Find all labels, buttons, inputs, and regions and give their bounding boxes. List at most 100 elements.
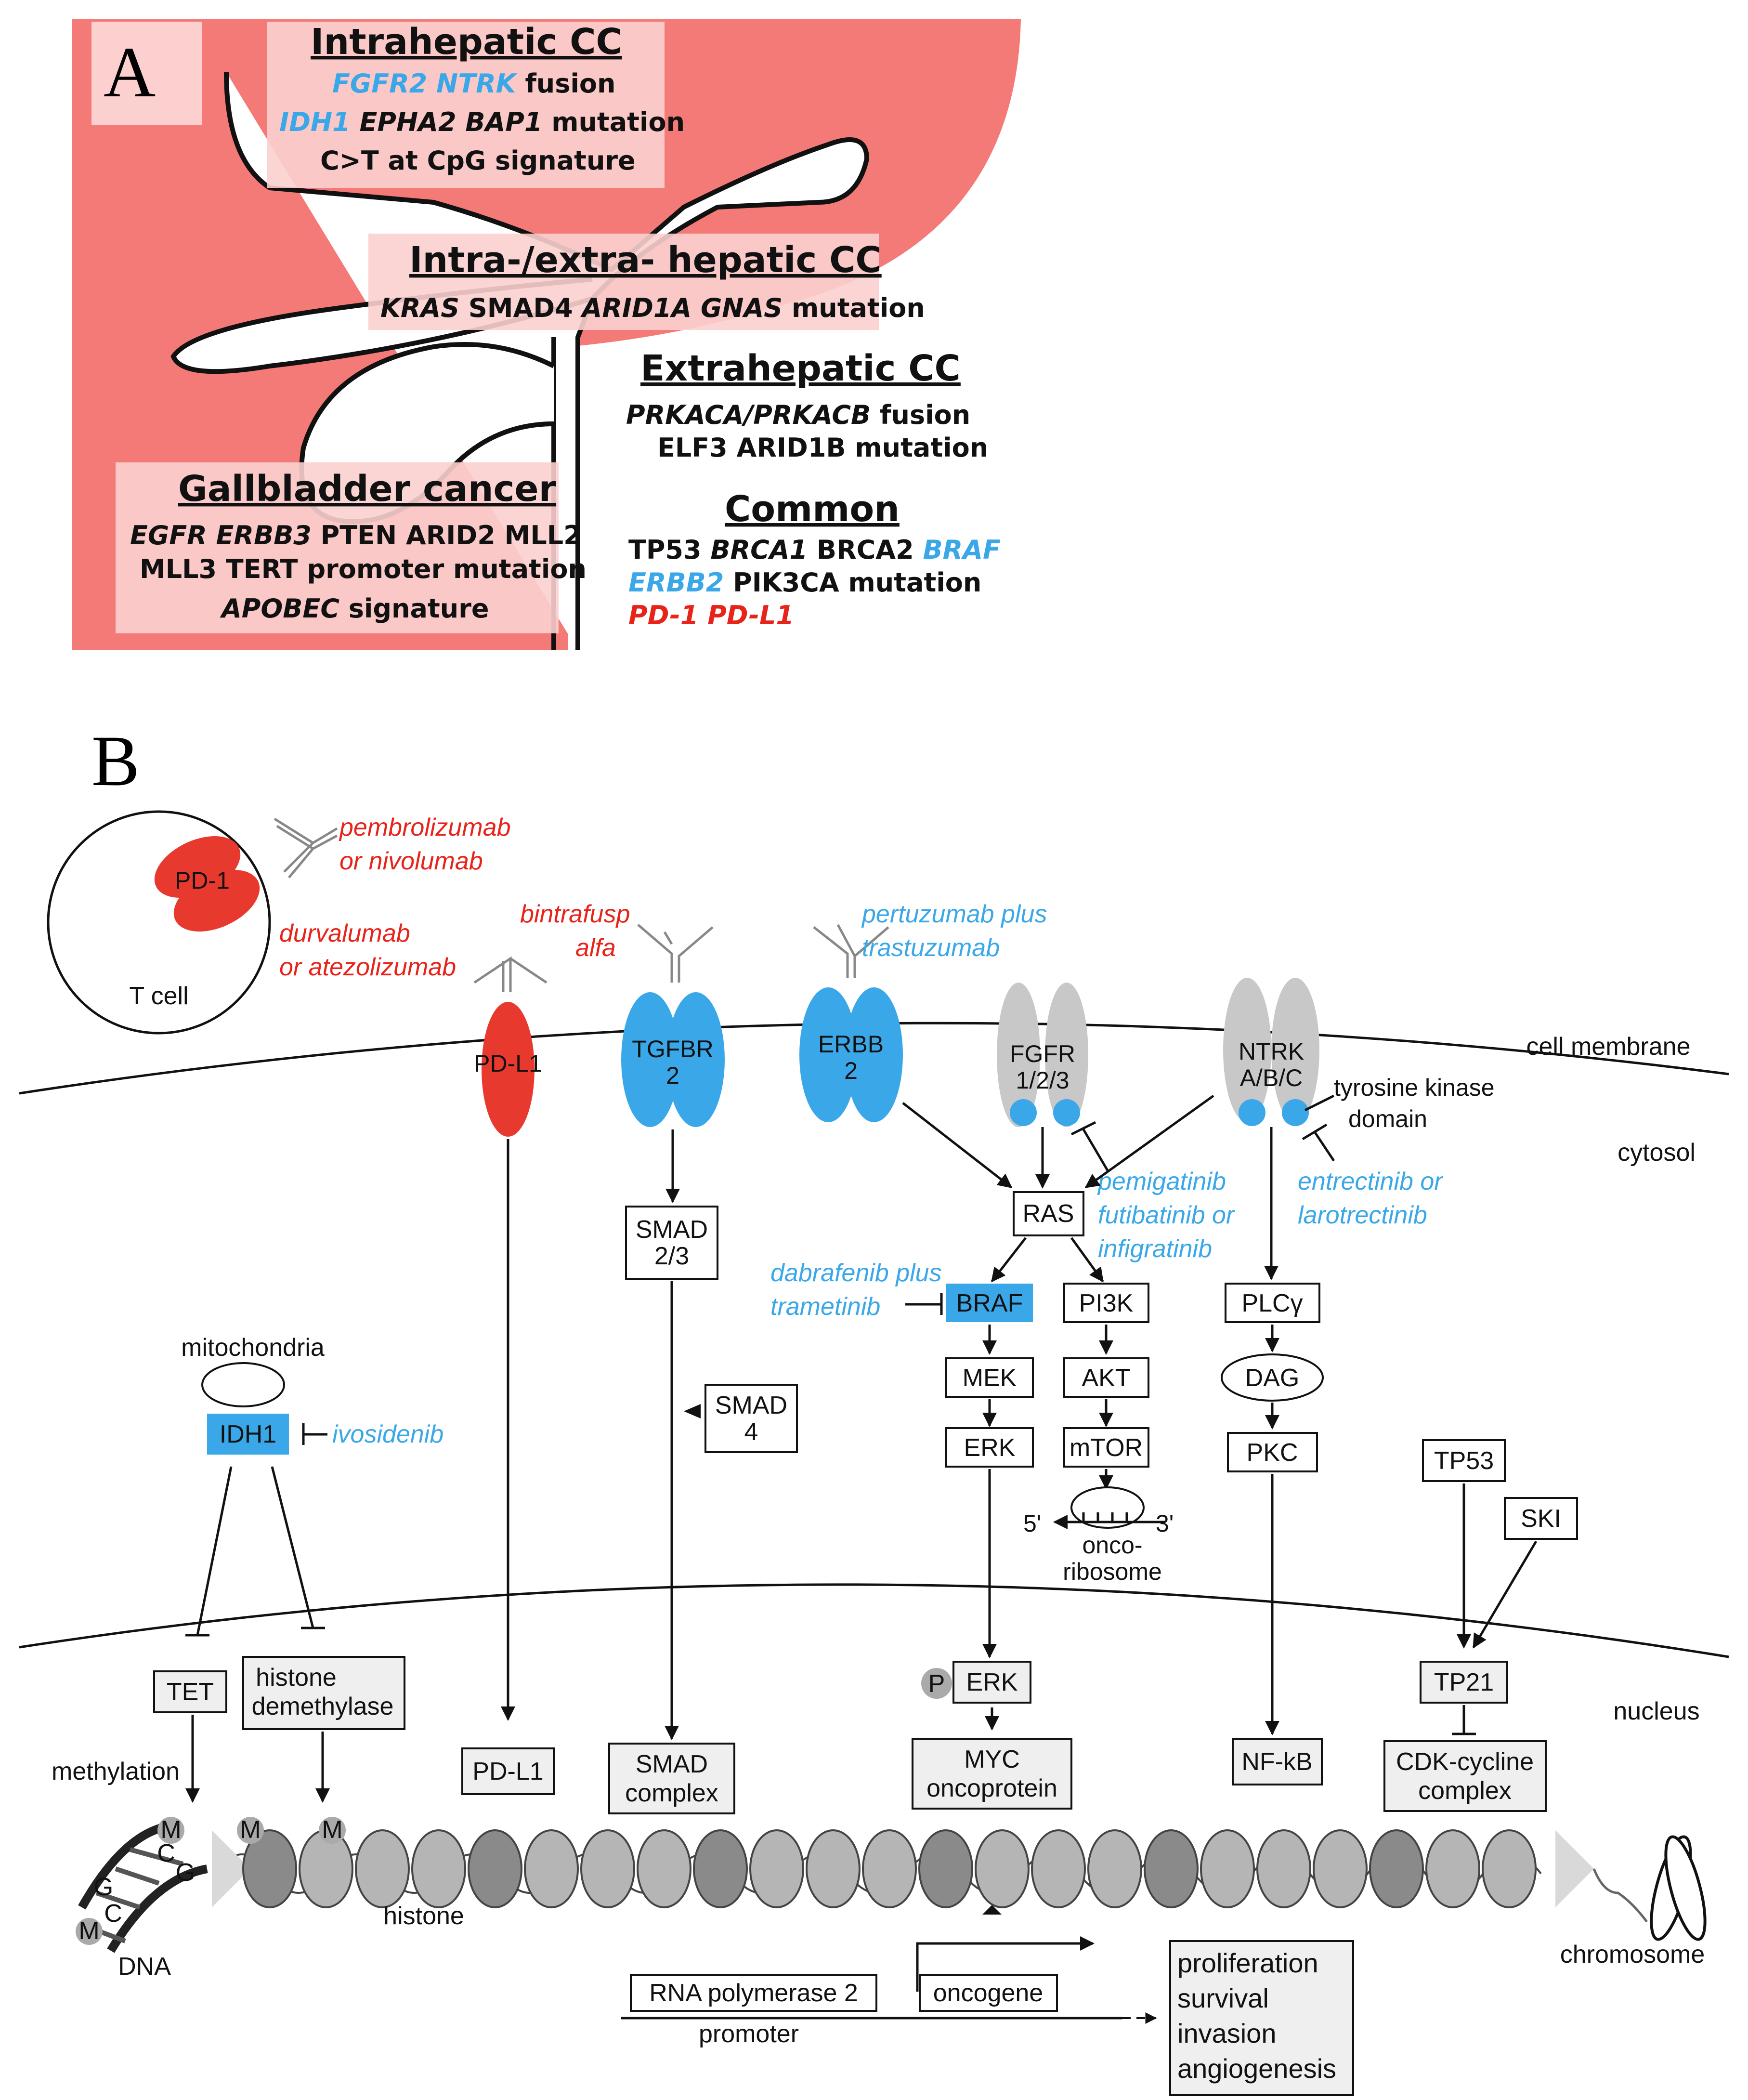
- common-line2: ERBB2 PIK3CA mutation: [628, 567, 981, 598]
- cdk-cycline-label-1: CDK-cycline: [1396, 1748, 1534, 1776]
- fgfr-left: [997, 983, 1040, 1127]
- smad23-label-2: 2/3: [654, 1242, 689, 1270]
- drug-entrectinib-2: larotrectinib: [1298, 1201, 1427, 1229]
- smad23-box: [625, 1206, 718, 1280]
- pd1-label: PD-1: [175, 867, 230, 894]
- extrahepatic-line2: ELF3 ARID1B mutation: [657, 433, 988, 463]
- dna-c-upper: C: [157, 1839, 175, 1867]
- chromosome-icon: [1592, 1835, 1707, 1941]
- plcg-label: PLCγ: [1241, 1289, 1303, 1317]
- cell-membrane-label: cell membrane: [1526, 1033, 1690, 1061]
- panel-a: A Intrahepatic CC FGFR2 NTRK fusion IDH1…: [72, 19, 1021, 650]
- pd-l1-receptor: [482, 1002, 535, 1137]
- dag-ellipse: [1221, 1353, 1324, 1402]
- drug-pertuzumab-2: trastuzumab: [862, 934, 1000, 962]
- smad23-label-1: SMAD: [636, 1216, 708, 1244]
- mek-label: MEK: [963, 1364, 1017, 1392]
- ntrk-left: [1223, 978, 1271, 1122]
- plcg-box: [1225, 1283, 1320, 1323]
- ras-box: [1013, 1191, 1084, 1236]
- nucleosome: [1144, 1829, 1199, 1908]
- smad-complex-label-2: complex: [625, 1779, 718, 1807]
- perk-box: [952, 1661, 1031, 1704]
- antibody-pertuzumab: [813, 924, 889, 978]
- phospho-badge: [921, 1668, 952, 1699]
- intrahepatic-title: Intrahepatic CC: [311, 21, 622, 63]
- methylation-label: methylation: [52, 1758, 180, 1785]
- intrahepatic-box: [267, 22, 665, 188]
- drug-ivosidenib: ivosidenib: [332, 1420, 444, 1448]
- nucleosome: [1031, 1829, 1086, 1908]
- ski-box: [1504, 1497, 1578, 1540]
- nucleosome: [1087, 1829, 1142, 1908]
- common-line3: PD-1 PD-L1: [628, 600, 794, 630]
- drug-bintrafusp-2: alfa: [575, 934, 616, 962]
- dna-label: DNA: [118, 1953, 171, 1981]
- drug-dabrafenib-1: dabrafenib plus: [770, 1259, 942, 1287]
- phospho-label: P: [928, 1670, 945, 1698]
- smad-complex-box: [608, 1743, 735, 1814]
- drug-pembrolizumab-1: pembrolizumab: [339, 814, 511, 841]
- nucleosome: [1425, 1829, 1480, 1908]
- ras-label: RAS: [1023, 1200, 1074, 1228]
- methyl-mark-histone-1: [237, 1817, 264, 1844]
- erk-box: [945, 1427, 1034, 1468]
- dna-g-upper: G: [176, 1859, 195, 1887]
- erbb2-left: [799, 987, 857, 1122]
- nucleosome: [975, 1829, 1030, 1908]
- methyl-mark-dna-1: [157, 1817, 184, 1844]
- fgfr-kinase-left: [1010, 1099, 1037, 1126]
- promoter-label: promoter: [699, 2020, 799, 2048]
- panel-label-b: B: [91, 721, 140, 801]
- nfkb-box: [1232, 1738, 1323, 1785]
- nucleosome: [1200, 1829, 1255, 1908]
- nucleosome: [1482, 1829, 1537, 1908]
- rna-polymerase-label: RNA polymerase 2: [649, 1979, 858, 2007]
- intrahepatic-line1: FGFR2 NTRK fusion: [332, 68, 615, 99]
- ntrk-kinase-right: [1282, 1099, 1309, 1126]
- common-line1: TP53 BRCA1 BRCA2 BRAF: [628, 535, 1001, 565]
- mitochondria-label: mitochondria: [181, 1334, 325, 1362]
- nucleus-label: nucleus: [1613, 1697, 1699, 1725]
- label-a-box: [91, 22, 202, 125]
- akt-label: AKT: [1082, 1364, 1130, 1392]
- methyl-mark-histone-2-label: M: [322, 1816, 342, 1844]
- pkc-label: PKC: [1247, 1439, 1298, 1467]
- pi3k-label: PI3K: [1079, 1289, 1134, 1317]
- fgfr-label-1: FGFR: [1010, 1040, 1075, 1067]
- nuclear-membrane-line: [19, 1583, 1729, 1658]
- panel-label-a: A: [104, 32, 156, 112]
- outcome-survival: survival: [1177, 1983, 1269, 2013]
- nucleosome: [1256, 1829, 1311, 1908]
- nucleosome: [242, 1829, 297, 1908]
- three-prime-label: 3': [1156, 1510, 1174, 1537]
- intra-extra-box: [368, 234, 879, 330]
- akt-box: [1063, 1357, 1149, 1398]
- methyl-mark-dna-2-label: M: [78, 1917, 99, 1945]
- gallbladder-line3: APOBEC signature: [220, 593, 489, 624]
- panel-b: B T cell PD-1 pembrolizumab or nivolumab…: [19, 721, 1729, 2096]
- mitochondria-icon: [201, 1362, 285, 1407]
- methyl-mark-histone-1-label: M: [240, 1816, 261, 1844]
- tp21-label: TP21: [1434, 1668, 1494, 1696]
- common-title: Common: [725, 488, 900, 530]
- t-cell-label: T cell: [129, 982, 188, 1010]
- oncoribosome-label-2: ribosome: [1063, 1558, 1162, 1585]
- dna-g-lower: G: [94, 1873, 113, 1901]
- nucleosome: [806, 1829, 861, 1908]
- idh1-box: [207, 1414, 289, 1455]
- outcome-proliferation: proliferation: [1177, 1948, 1318, 1978]
- drug-pembrolizumab-2: or nivolumab: [339, 847, 483, 875]
- braf-box: [946, 1284, 1033, 1322]
- mtor-box: [1063, 1427, 1149, 1468]
- drug-entrectinib-1: entrectinib or: [1298, 1168, 1444, 1195]
- smad-complex-label-1: SMAD: [636, 1750, 708, 1778]
- drug-pertuzumab-1: pertuzumab plus: [861, 900, 1047, 928]
- nucleosome: [355, 1829, 410, 1908]
- cdk-cycline-box: [1383, 1740, 1547, 1812]
- braf-label: BRAF: [956, 1289, 1023, 1317]
- myc-box: [912, 1738, 1072, 1810]
- nucleosome: [862, 1829, 917, 1908]
- erbb2-label-1: ERBB: [818, 1031, 884, 1058]
- myc-label-2: oncoprotein: [926, 1774, 1057, 1802]
